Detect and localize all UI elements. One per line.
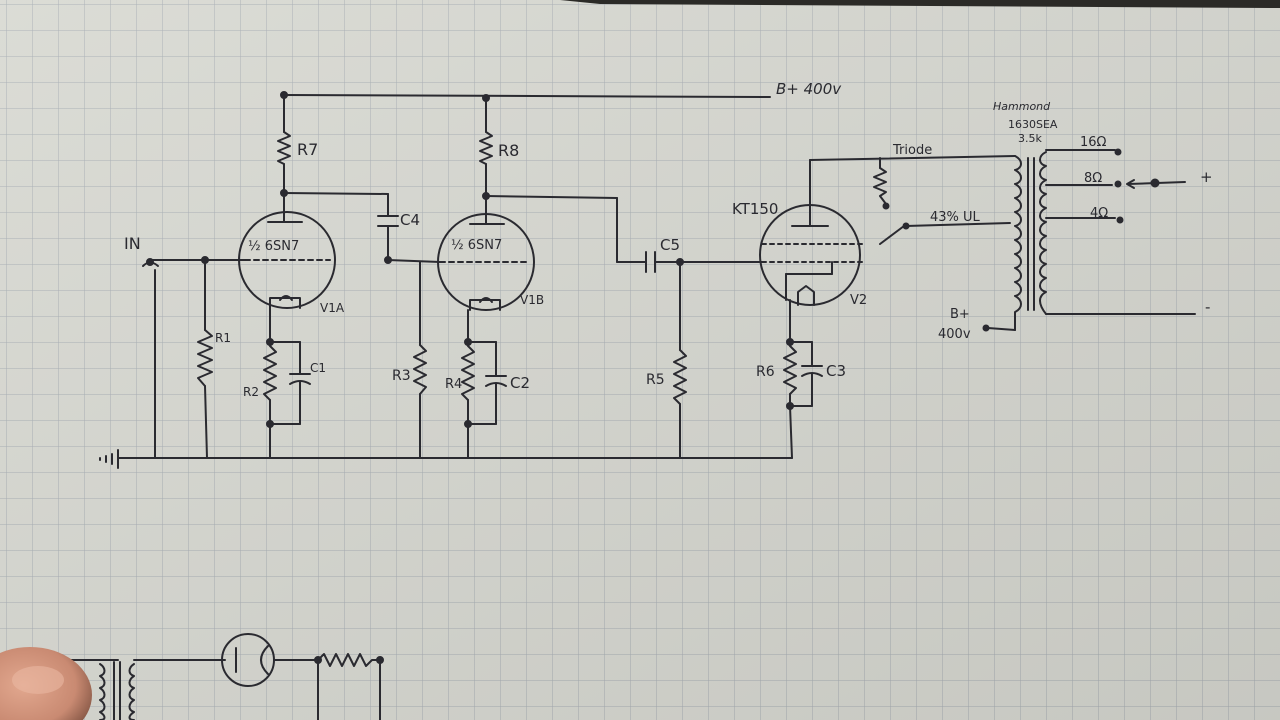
table-edge (560, 0, 1280, 8)
b-plus-top-label: B+ 400v (776, 80, 842, 98)
labels: B+ 400v IN R7 R8 C4 ½ 6SN7 ½ 6SN7 V1A V1… (124, 80, 1213, 399)
b-plus-right-voltage: 400v (938, 327, 971, 342)
c4-label: C4 (400, 211, 420, 229)
v1b-type-label: ½ 6SN7 (451, 238, 502, 253)
tap-4-label: 4Ω (1090, 206, 1108, 221)
v1a-name-label: V1A (320, 301, 345, 315)
r7-label: R7 (297, 140, 318, 159)
r4-label: R4 (445, 377, 462, 392)
r8-label: R8 (498, 141, 519, 160)
r5-label: R5 (646, 372, 665, 388)
c3-label: C3 (826, 362, 846, 380)
input-label: IN (124, 234, 141, 253)
v1b-tube (437, 199, 535, 311)
triode-label: Triode (892, 143, 932, 158)
ground-rail (99, 449, 793, 469)
r4-c2-network (461, 309, 507, 459)
triode-ul-switch (873, 157, 1011, 245)
minus-label: - (1205, 298, 1210, 316)
v1a-type-label: ½ 6SN7 (248, 239, 299, 254)
c2-label: C2 (510, 374, 530, 392)
circuit (59, 91, 1196, 720)
r3-resistor (413, 261, 427, 459)
b-plus-right-label: B+ (950, 307, 970, 322)
next-schematic-fragment (59, 633, 384, 720)
c1-label: C1 (310, 361, 326, 375)
r2-c1-network (263, 307, 311, 459)
r5-resistor (673, 261, 687, 459)
transformer-imp-label: 3.5k (1018, 132, 1042, 145)
c5-label: C5 (660, 236, 680, 254)
transformer-model-label: 1630SEA (1008, 118, 1058, 131)
r2-label: R2 (243, 385, 259, 399)
r6-label: R6 (756, 364, 775, 380)
v2-tube (759, 159, 863, 306)
v2-name-label: V2 (850, 293, 867, 308)
r3-label: R3 (392, 368, 411, 384)
r1-label: R1 (215, 331, 231, 345)
plus-label: + (1200, 168, 1213, 186)
ul-label: 43% UL (930, 210, 981, 225)
transformer-brand-label: Hammond (993, 100, 1051, 113)
tap-8-label: 8Ω (1084, 171, 1102, 186)
v2-type-label: KT150 (732, 200, 778, 218)
finger-photo-element (0, 647, 92, 720)
input-jack (142, 256, 246, 459)
r1-resistor (197, 259, 213, 459)
output-transformer (982, 148, 1196, 332)
tap-16-label: 16Ω (1080, 135, 1107, 150)
v1b-name-label: V1B (520, 293, 544, 307)
r6-c3-network (783, 299, 823, 459)
